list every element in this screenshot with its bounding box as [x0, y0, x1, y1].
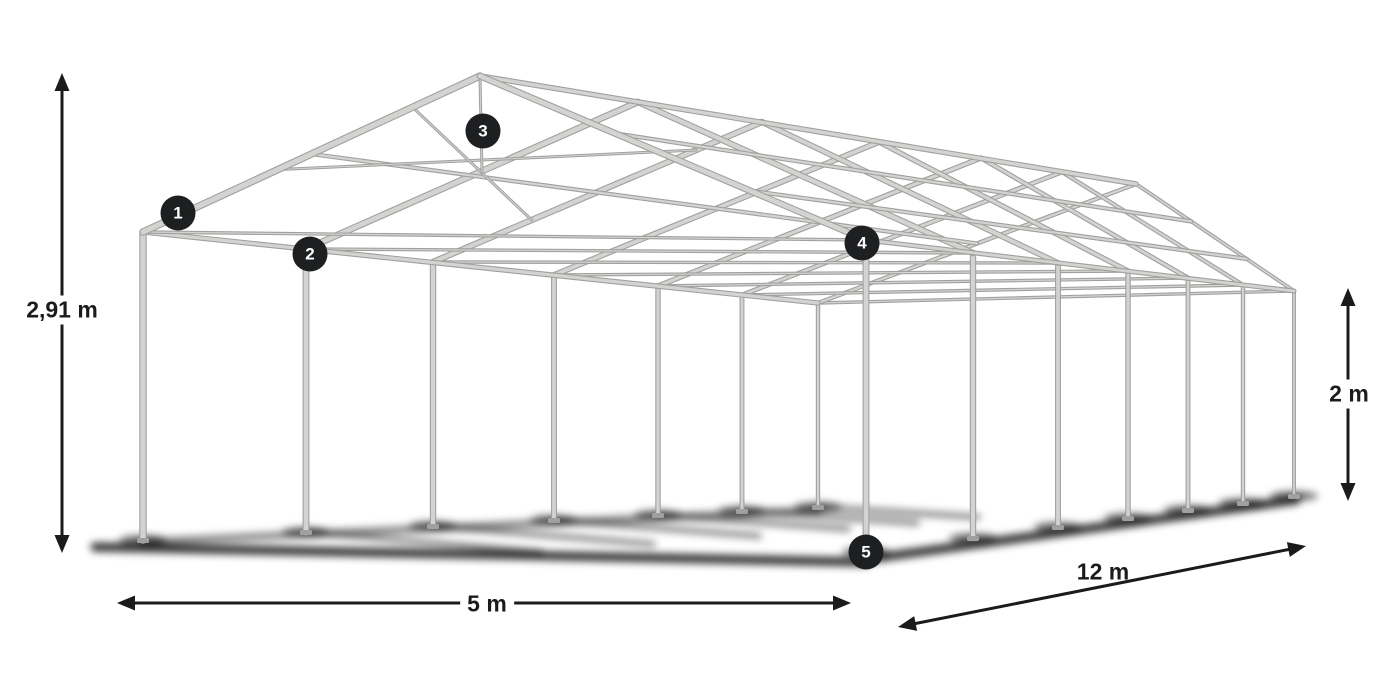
- dimension-label-side-height: 2 m: [1322, 379, 1376, 409]
- dimension-label-length: 12 m: [1076, 558, 1130, 585]
- hotspot-badge-3[interactable]: 3: [465, 113, 501, 149]
- hotspot-badge-1[interactable]: 1: [160, 195, 196, 231]
- hotspot-badge-2[interactable]: 2: [292, 236, 328, 272]
- hotspot-badge-4[interactable]: 4: [844, 225, 880, 261]
- hotspot-badge-5[interactable]: 5: [848, 534, 884, 570]
- dimension-label-width: 5 m: [460, 589, 514, 619]
- dimension-label-total-height: 2,91 m: [19, 295, 105, 325]
